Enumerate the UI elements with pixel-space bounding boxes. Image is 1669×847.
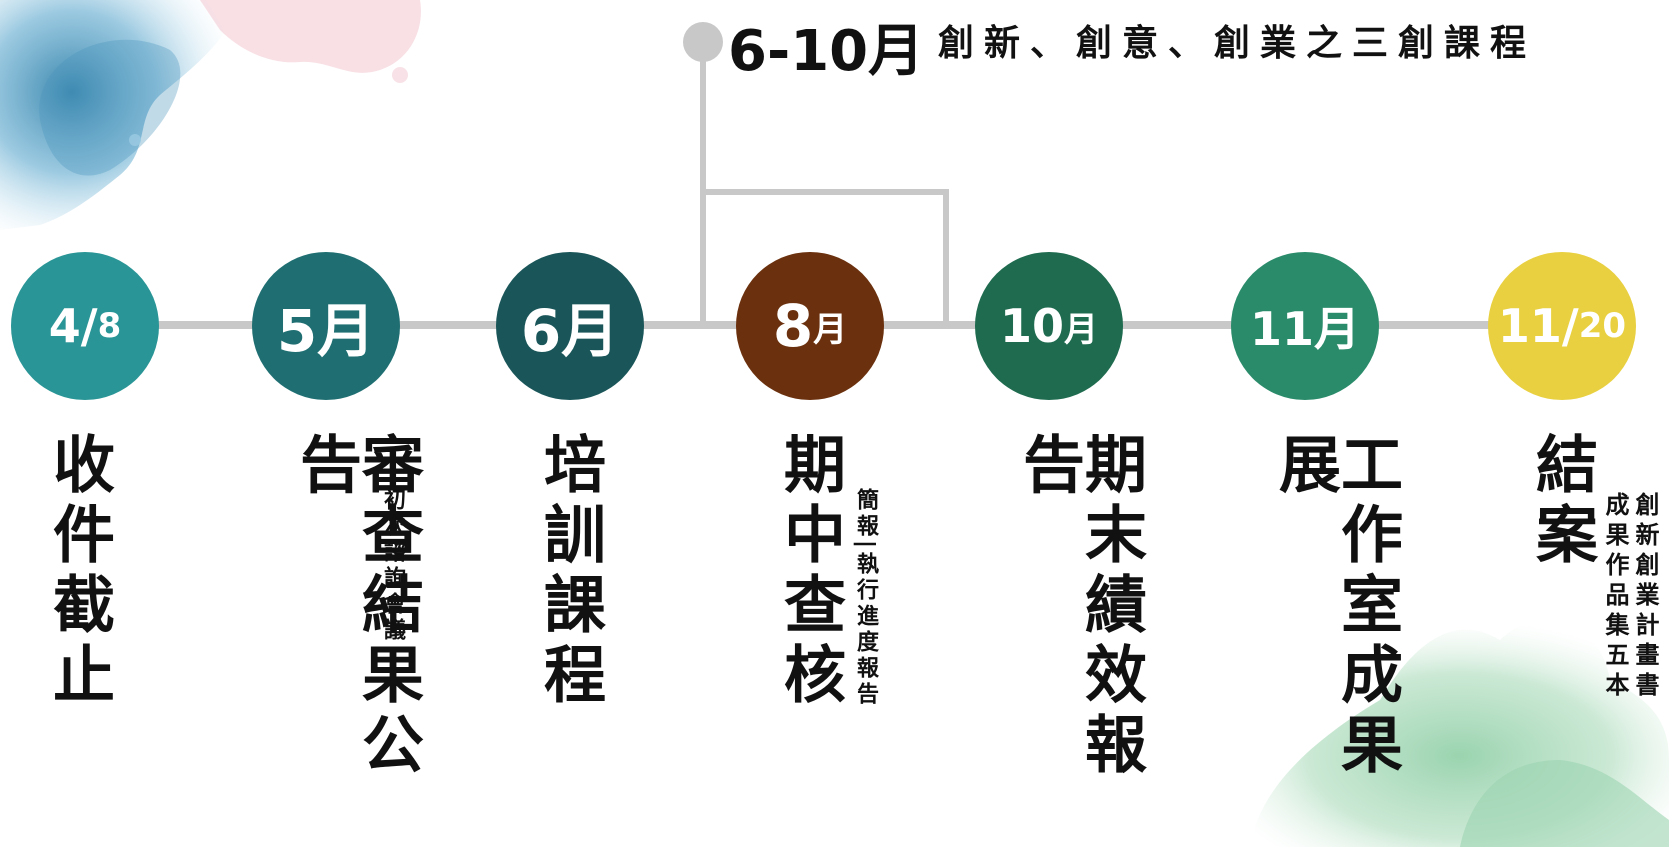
milestone-date-suffix: 20 xyxy=(1578,306,1627,346)
milestone-node-1: 4/8 xyxy=(11,252,159,400)
decorative-blue-splash xyxy=(0,0,240,230)
top-phase-date: 6-10月 xyxy=(728,19,925,84)
milestone-date: 8 xyxy=(772,292,814,360)
milestone-date: 11/ xyxy=(1497,299,1579,353)
milestone-node-6: 11月 xyxy=(1231,252,1379,400)
milestone-date-suffix: 月 xyxy=(1064,309,1098,350)
milestone-title: 結案 xyxy=(1525,432,1598,572)
decorative-pink-splash xyxy=(200,0,421,83)
milestone-node-7: 11/20 xyxy=(1488,252,1636,400)
milestone-date: 4/ xyxy=(48,299,98,353)
top-phase-bracket xyxy=(700,44,949,325)
milestone-date: 10 xyxy=(999,299,1064,353)
top-phase-dot xyxy=(683,22,723,62)
milestone-date: 5月 xyxy=(276,297,376,365)
milestone-title: 收件截止 xyxy=(42,432,115,712)
milestone-node-3: 6月 xyxy=(496,252,644,400)
milestone-note: 初次諮詢會議 xyxy=(380,488,405,644)
milestone-title: 期末績效報告 xyxy=(1012,432,1147,782)
milestone-date: 6月 xyxy=(520,297,620,365)
milestone-note: 簡報|執行進度報告 xyxy=(853,488,878,709)
milestone-title: 審查結果公告 xyxy=(289,432,424,782)
milestone-title: 培訓課程 xyxy=(533,432,606,712)
milestone-date-suffix: 月 xyxy=(813,309,848,350)
milestone-note: 創新創業計畫書 成果作品集五本 xyxy=(1601,492,1659,702)
milestone-node-2: 5月 xyxy=(252,252,400,400)
milestone-date: 11月 xyxy=(1249,302,1360,356)
decorative-green-splash xyxy=(1250,619,1669,847)
milestone-date-suffix: 8 xyxy=(97,306,122,346)
milestone-title: 工作室成果展 xyxy=(1268,432,1403,782)
top-phase-description: 創新、創意、創業之三創課程 xyxy=(938,23,1537,64)
milestone-title: 期中查核 xyxy=(773,432,846,712)
